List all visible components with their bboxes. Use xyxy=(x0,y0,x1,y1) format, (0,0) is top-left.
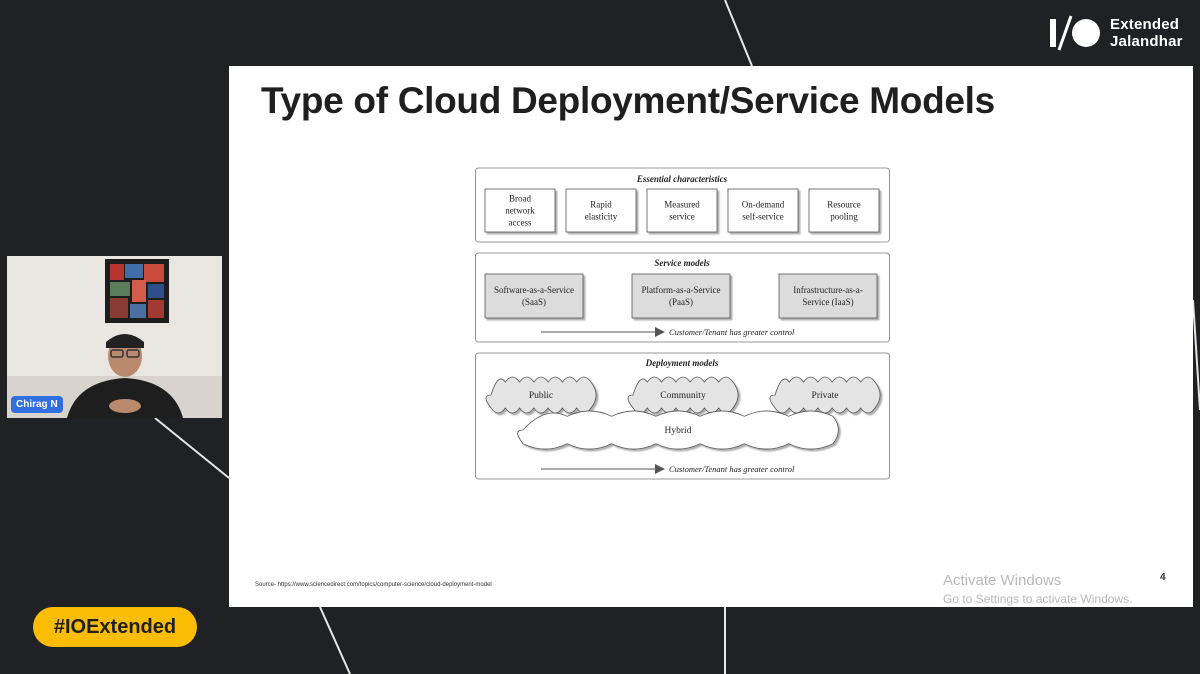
essential-item-label-line: Rapid xyxy=(590,200,612,210)
activate-windows-subtitle: Go to Settings to activate Windows. xyxy=(943,592,1133,606)
service-model-label-line: (PaaS) xyxy=(669,297,693,307)
essential-item: Rapid elasticity xyxy=(565,188,637,233)
cloud-hybrid: Hybrid xyxy=(517,410,839,450)
service-arrow-label: Customer/Tenant has greater control xyxy=(669,327,795,337)
brand-line-2: Jalandhar xyxy=(1110,33,1183,50)
service-arrow xyxy=(541,327,665,337)
brand-line-1: Extended xyxy=(1110,16,1180,33)
essential-item: Broad network access xyxy=(484,188,556,233)
essential-item-label-line: On-demand xyxy=(742,200,785,210)
essential-title: Essential characteristics xyxy=(636,174,728,184)
service-model-label-line: (SaaS) xyxy=(522,297,546,307)
io-logo-icon xyxy=(1050,15,1100,51)
essential-item-label-line: Broad xyxy=(509,194,531,204)
slide-title: Type of Cloud Deployment/Service Models xyxy=(261,80,995,121)
brand-name: Extended Jalandhar xyxy=(1110,16,1183,50)
cloud-public: Public xyxy=(485,376,597,414)
essential-item-label-line: service xyxy=(669,212,694,222)
essential-item-label-line: network xyxy=(505,206,535,216)
service-model-label-line: Platform-as-a-Service xyxy=(642,285,721,295)
brand-logo: Extended Jalandhar xyxy=(1050,14,1183,52)
activate-windows-watermark: Activate Windows Go to Settings to activ… xyxy=(943,572,1132,606)
service-model-label-line: Software-as-a-Service xyxy=(494,285,574,295)
essential-item-label-line: pooling xyxy=(830,212,858,222)
deployment-arrow xyxy=(541,464,665,474)
cloud-models-diagram: Essential characteristics Service models… xyxy=(475,167,890,480)
participant-video-tile[interactable]: Chirag N xyxy=(7,256,222,418)
service-model-item: Software-as-a-Service (SaaS) xyxy=(484,273,584,319)
source-citation: Source- https://www.sciencedirect.com/to… xyxy=(255,582,492,588)
cloud-private-label: Private xyxy=(812,391,839,401)
essential-item-label-line: self-service xyxy=(742,212,783,222)
cloud-community-label: Community xyxy=(660,391,706,401)
service-model-item: Platform-as-a-Service (PaaS) xyxy=(631,273,731,319)
slide-page-number: 4 xyxy=(1160,572,1166,583)
deployment-title: Deployment models xyxy=(645,358,719,368)
essential-item-label-line: elasticity xyxy=(585,212,618,222)
essential-item-label-line: Resource xyxy=(827,200,861,210)
essential-item-label-line: Measured xyxy=(664,200,700,210)
essential-item-label-line: access xyxy=(509,218,532,228)
hashtag-badge: #IOExtended xyxy=(33,607,197,647)
participant-name-tag: Chirag N xyxy=(11,396,63,413)
service-model-label-line: Service (IaaS) xyxy=(802,297,853,307)
presentation-slide: Type of Cloud Deployment/Service Models … xyxy=(229,66,1193,607)
essential-item: Measured service xyxy=(646,188,718,233)
cloud-community: Community xyxy=(627,376,739,414)
essential-item: Resource pooling xyxy=(808,188,880,233)
deployment-arrow-label: Customer/Tenant has greater control xyxy=(669,464,795,474)
service-model-label-line: Infrastructure-as-a- xyxy=(793,285,862,295)
cloud-hybrid-label: Hybrid xyxy=(665,426,692,436)
participant-video-feed xyxy=(7,256,222,418)
cloud-private: Private xyxy=(769,376,881,414)
service-title: Service models xyxy=(654,258,710,268)
essential-item: On-demand self-service xyxy=(727,188,799,233)
service-model-item: Infrastructure-as-a- Service (IaaS) xyxy=(778,273,878,319)
cloud-public-label: Public xyxy=(529,391,553,401)
activate-windows-title: Activate Windows xyxy=(943,572,1062,589)
